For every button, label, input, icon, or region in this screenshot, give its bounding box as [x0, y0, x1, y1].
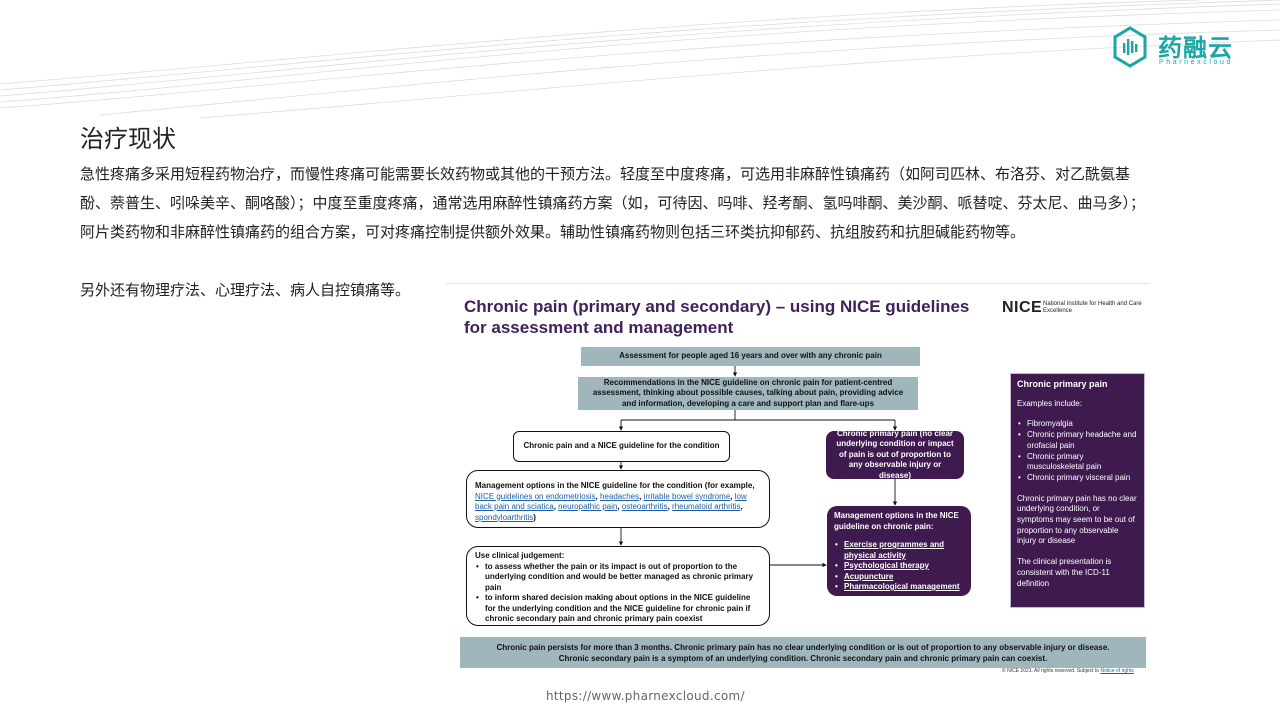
- judgement-item: to assess whether the pain or its impact…: [475, 562, 761, 594]
- link-spondyloarthritis[interactable]: spondyloarthritis: [475, 512, 534, 522]
- sidebar-example: Fibromyalgia: [1017, 419, 1138, 430]
- recommendations-box: Recommendations in the NICE guideline on…: [578, 377, 918, 410]
- nice-chronic-pain-infographic: Chronic pain (primary and secondary) – u…: [446, 283, 1150, 679]
- condition-management-box: Management options in the NICE guideline…: [466, 470, 770, 528]
- definitions-footer-box: Chronic pain persists for more than 3 mo…: [460, 637, 1146, 668]
- link-headaches[interactable]: headaches: [599, 491, 640, 501]
- footer-line: Chronic pain persists for more than 3 mo…: [496, 642, 1110, 652]
- copyright-notice: © NICE 2021. All rights reserved. Subjec…: [1002, 668, 1134, 674]
- infographic-title: Chronic pain (primary and secondary) – u…: [464, 297, 970, 337]
- sidebar-examples-list: Fibromyalgia Chronic primary headache an…: [1017, 419, 1138, 483]
- judgement-list: to assess whether the pain or its impact…: [475, 562, 761, 625]
- pharnexcloud-logo-icon: [1113, 26, 1147, 68]
- logo-english-text: Pharnexcloud: [1159, 59, 1234, 66]
- link-low-back-pain[interactable]: low back pain and sciatica: [475, 491, 747, 512]
- link-endometriosis[interactable]: NICE guidelines on endometriosis: [475, 491, 596, 501]
- sidebar-paragraph: Chronic primary pain has no clear underl…: [1017, 493, 1137, 546]
- nice-options-heading: Management options in the NICE guideline…: [834, 511, 959, 531]
- link-pharmacological-management[interactable]: Pharmacological management: [844, 582, 960, 591]
- condition-guideline-box: Chronic pain and a NICE guideline for th…: [513, 431, 730, 462]
- decorative-wave-lines: [0, 0, 1280, 119]
- nice-logo-subtitle: National Institute for Health and Care E…: [1043, 301, 1142, 314]
- judgement-heading: Use clinical judgement:: [475, 551, 565, 560]
- sidebar-paragraph: The clinical presentation is consistent …: [1017, 557, 1112, 588]
- judgement-item: to inform shared decision making about o…: [475, 593, 761, 625]
- intro-paragraph: 急性疼痛多采用短程药物治疗，而慢性疼痛可能需要长效药物或其他的干预方法。轻度至中…: [80, 165, 1146, 241]
- link-exercise-programmes[interactable]: Exercise programmes and physical activit…: [844, 540, 945, 560]
- nice-logo-word: NICE: [1002, 299, 1043, 316]
- copyright-text: © NICE 2021. All rights reserved. Subjec…: [1002, 668, 1100, 674]
- link-osteoarthritis[interactable]: osteoarthritis: [621, 502, 668, 511]
- chronic-primary-pain-box: Chronic primary pain (no clear underlyin…: [826, 429, 964, 480]
- sidebar-example: Chronic primary headache and orofacial p…: [1017, 430, 1138, 451]
- extra-paragraph: 另外还有物理疗法、心理疗法、病人自控镇痛等。: [80, 281, 411, 299]
- link-rheumatoid-arthritis[interactable]: rheumatoid arthritis: [672, 502, 741, 511]
- clinical-judgement-box: Use clinical judgement: to assess whethe…: [466, 546, 770, 626]
- management-intro: Management options in the NICE guideline…: [475, 481, 755, 490]
- notice-of-rights-link[interactable]: Notice of rights: [1100, 668, 1134, 674]
- footer-url[interactable]: https://www.pharnexcloud.com/: [546, 689, 745, 703]
- chronic-primary-pain-sidebar: Chronic primary pain Examples include: F…: [1010, 373, 1145, 608]
- sidebar-examples-label: Examples include:: [1017, 398, 1082, 408]
- assessment-box: Assessment for people aged 16 years and …: [581, 347, 920, 366]
- page-title: 治疗现状: [80, 125, 176, 153]
- footer-line: Chronic secondary pain is a symptom of a…: [558, 653, 1048, 663]
- sidebar-title: Chronic primary pain: [1017, 379, 1108, 389]
- nice-options-list: Exercise programmes and physical activit…: [834, 540, 964, 593]
- sidebar-example: Chronic primary musculoskeletal pain: [1017, 452, 1138, 473]
- link-neuropathic-pain[interactable]: neuropathic pain: [558, 502, 618, 511]
- link-psychological-therapy[interactable]: Psychological therapy: [844, 561, 929, 570]
- nice-chronic-pain-options-box: Management options in the NICE guideline…: [827, 506, 971, 596]
- brand-logo: 药融云 Pharnexcloud: [1112, 26, 1242, 72]
- link-acupuncture[interactable]: Acupuncture: [844, 571, 894, 581]
- logo-chinese-text: 药融云: [1158, 34, 1233, 62]
- management-close: ): [533, 512, 536, 522]
- sidebar-example: Chronic primary visceral pain: [1017, 473, 1138, 484]
- link-irritable-bowel-syndrome[interactable]: irritable bowel syndrome: [643, 491, 731, 501]
